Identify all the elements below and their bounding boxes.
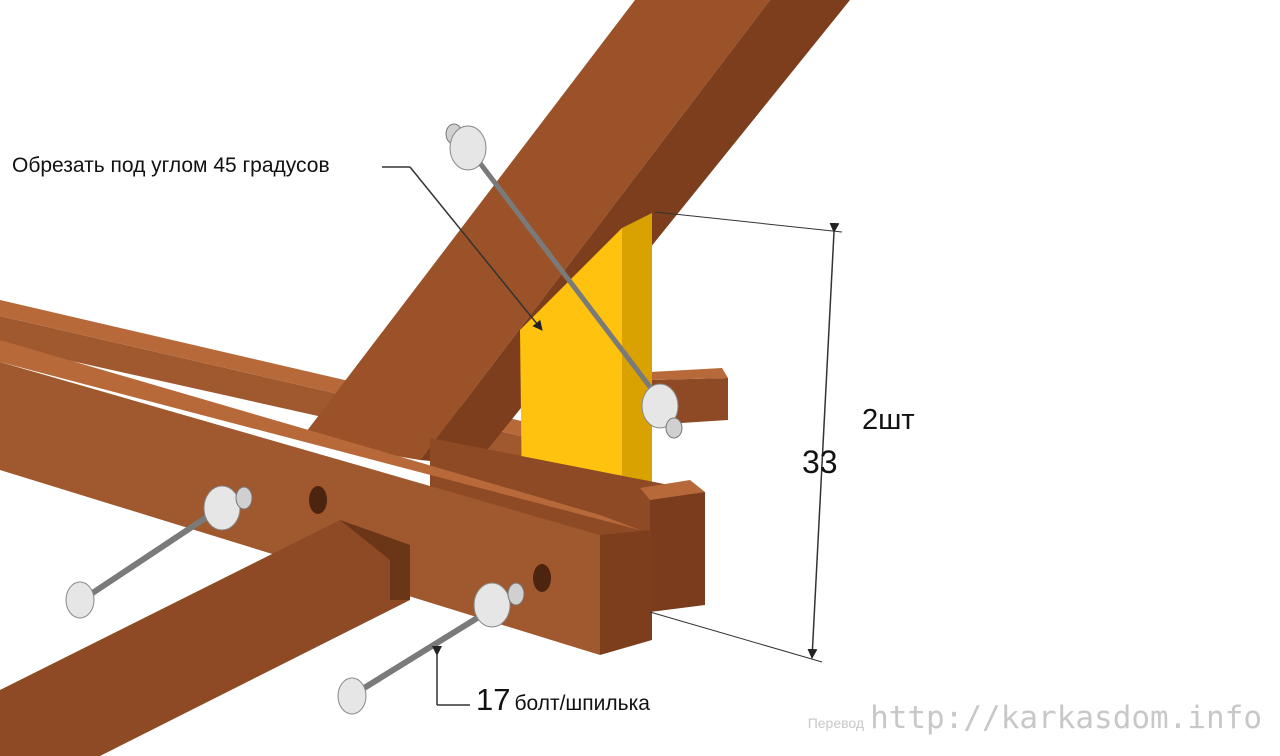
cut-leader [382, 166, 543, 331]
quantity-label: 2шт [862, 404, 915, 436]
cut-angle-note: Обрезать под углом 45 градусов [12, 154, 330, 177]
bolt-number: 17 [476, 682, 511, 717]
dimension-label: 33 [802, 444, 838, 480]
dimension-33 [649, 211, 843, 663]
credit-url: http://karkasdom.info [870, 700, 1262, 736]
lower-beam [0, 520, 410, 756]
watermark-credit: Перевод http://karkasdom.info [808, 700, 1262, 736]
left-bolt [65, 485, 253, 619]
bolt-leader [432, 646, 470, 706]
diagonal-bolt [445, 123, 683, 439]
bolt-text: болт/шпилька [514, 692, 650, 715]
front-bolt [337, 582, 525, 715]
front-beam [0, 340, 652, 655]
credit-prefix: Перевод [807, 715, 865, 731]
